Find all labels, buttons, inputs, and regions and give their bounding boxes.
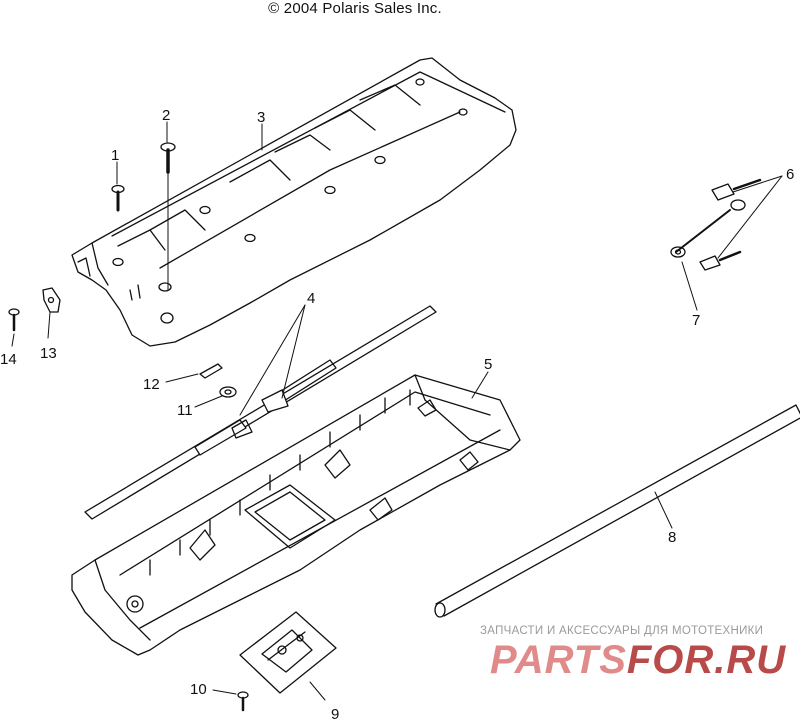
callout-9: 9 [331, 706, 339, 721]
callout-2: 2 [162, 107, 170, 124]
callout-8: 8 [668, 529, 676, 546]
part-2-bolt [160, 142, 176, 291]
callout-5: 5 [484, 356, 492, 373]
callout-11: 11 [177, 402, 193, 419]
part-5-chassis [71, 374, 521, 656]
leader-lines [11, 121, 783, 701]
watermark-brand-left: PARTS [490, 638, 627, 682]
part-12-clip [199, 363, 223, 379]
part-14-screw [8, 308, 20, 332]
callout-12: 12 [143, 376, 160, 393]
part-6-fasteners [675, 178, 762, 271]
watermark-logo: PARTSFOR.RU [490, 638, 786, 683]
callout-3: 3 [257, 109, 265, 126]
watermark-subtitle: ЗАПЧАСТИ И АКСЕССУАРЫ ДЛЯ МОТОТЕХНИКИ [480, 625, 764, 637]
part-1-screw [111, 184, 125, 212]
callout-6: 6 [786, 166, 794, 183]
callout-10: 10 [190, 681, 207, 698]
callout-1: 1 [111, 147, 119, 164]
callout-7: 7 [692, 312, 700, 329]
part-3-top-cover [71, 57, 517, 347]
part-8-rod [434, 404, 800, 618]
callout-4: 4 [307, 290, 315, 307]
part-9-latch-plate [239, 611, 337, 694]
callout-13: 13 [40, 345, 57, 362]
part-13-bracket [42, 287, 61, 313]
callout-14: 14 [0, 351, 17, 368]
copyright-text: © 2004 Polaris Sales Inc. [268, 0, 442, 17]
watermark-brand-right: FOR.RU [626, 638, 787, 682]
part-4-straps [84, 305, 437, 520]
part-7-washer [670, 246, 686, 258]
part-11-washer [219, 386, 237, 398]
part-10-screw [237, 691, 249, 712]
